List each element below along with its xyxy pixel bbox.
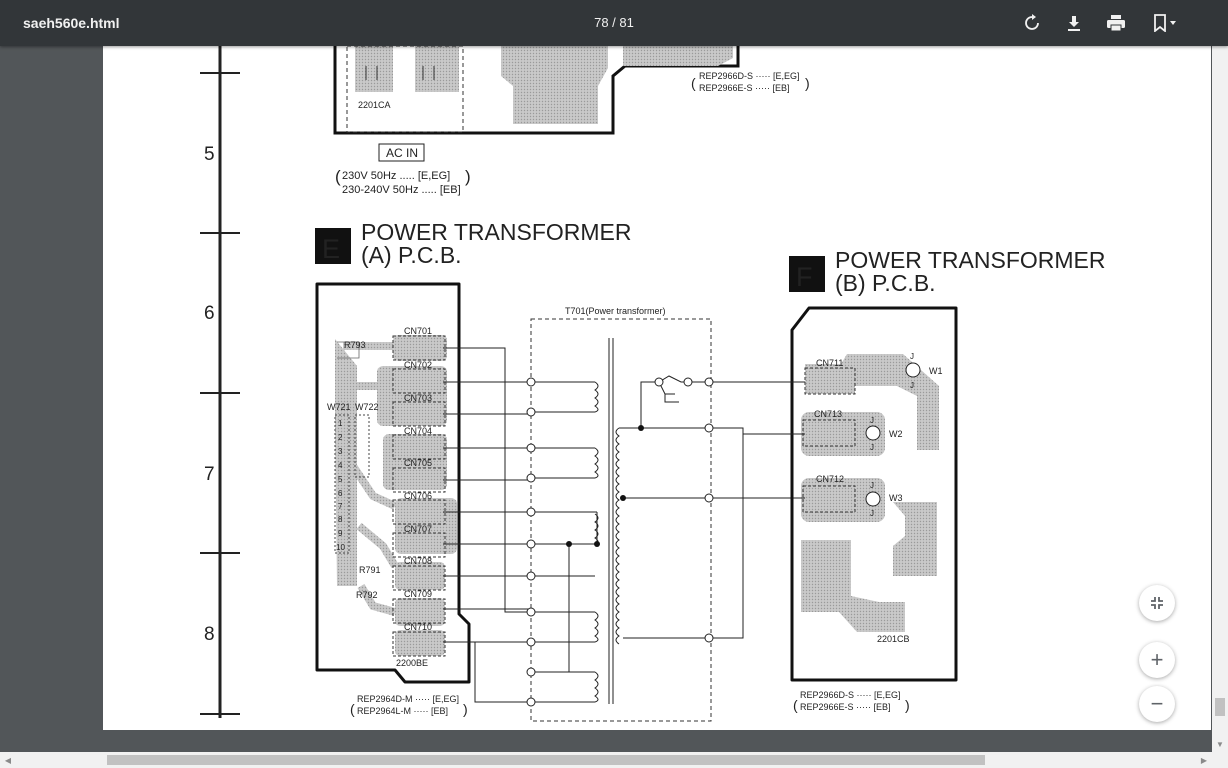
pin-5: 5 [338, 475, 343, 484]
f-rep-line-1: REP2966D-S ····· [E,EG] [800, 690, 901, 700]
e-rep-line-2: REP2964L-M ····· [EB] [357, 706, 448, 716]
ruler-label-7: 7 [204, 464, 215, 485]
horizontal-scrollbar[interactable]: ◀ ▶ [0, 752, 1228, 768]
cn705-label: CN705 [404, 458, 432, 468]
ruler-label-6: 6 [204, 303, 215, 324]
j-label: J [870, 416, 874, 425]
horizontal-scroll-thumb[interactable] [107, 755, 985, 765]
pin-3: 3 [338, 447, 343, 456]
cn708-label: CN708 [404, 556, 432, 566]
download-icon[interactable] [1061, 10, 1087, 36]
cn710-label: CN710 [404, 622, 432, 632]
r793-label: R793 [344, 340, 366, 350]
f-board-label: 2201CB [877, 634, 910, 644]
vertical-scroll-thumb[interactable] [1215, 698, 1225, 716]
pin-4: 4 [338, 461, 343, 470]
pin-9: 9 [338, 529, 343, 538]
pin-7: 7 [338, 502, 343, 511]
w2-label: W2 [889, 429, 903, 439]
vertical-scrollbar[interactable]: ▼ [1212, 46, 1228, 752]
svg-text:): ) [465, 167, 471, 186]
cn706-label: CN706 [404, 491, 432, 501]
cn711-label: CN711 [816, 358, 843, 368]
scroll-down-arrow-icon[interactable]: ▼ [1216, 739, 1224, 749]
voltage-line-2: 230-240V 50Hz ..... [EB] [342, 184, 461, 196]
cn704-label: CN704 [404, 426, 432, 436]
svg-text:): ) [905, 697, 910, 713]
svg-text:): ) [805, 75, 810, 91]
cn701-label: CN701 [404, 326, 432, 336]
r792-label: R792 [356, 590, 378, 600]
section-e-header: E POWER TRANSFORMER (A) P.C.B. [315, 219, 631, 268]
r791-label: R791 [359, 565, 381, 575]
section-e-title-1: POWER TRANSFORMER [361, 219, 631, 245]
cn703-label: CN703 [404, 393, 432, 403]
fit-page-icon [1151, 597, 1163, 609]
svg-text:): ) [463, 701, 468, 717]
e-rep-line-1: REP2964D-M ····· [E,EG] [357, 694, 459, 704]
section-e-title-2: (A) P.C.B. [361, 242, 462, 268]
section-f-title-2: (B) P.C.B. [835, 270, 936, 296]
cn709-label: CN709 [404, 589, 432, 599]
fit-page-button[interactable] [1139, 585, 1175, 621]
pdf-page: 5 6 7 8 2201CA AC IN ( ) 230V 50H [103, 46, 1211, 730]
j-label: J [870, 481, 874, 490]
ruler: 5 6 7 8 [200, 46, 240, 718]
voltage-line-1: 230V 50Hz ..... [E,EG] [342, 170, 450, 182]
zoom-out-button[interactable]: − [1139, 686, 1175, 722]
w3-label: W3 [889, 493, 903, 503]
document-title: saeh560e.html [23, 15, 120, 31]
w722-label: W722 [355, 402, 379, 412]
section-f-title-1: POWER TRANSFORMER [835, 247, 1105, 273]
pin-8: 8 [338, 515, 343, 524]
bookmark-icon[interactable] [1150, 10, 1182, 36]
section-e-board: CN701 CN702 CN703 CN704 CN705 CN706 CN70… [315, 282, 471, 717]
cn707-label: CN707 [404, 524, 432, 534]
section-f-header: F POWER TRANSFORMER (B) P.C.B. [789, 247, 1105, 296]
cn712-label: CN712 [816, 474, 844, 484]
section-f-board: CN711 CN713 CN712 W1 W2 W3 J J J J J J 2… [743, 306, 958, 713]
f-rep-line-2: REP2966E-S ····· [EB] [800, 702, 891, 712]
j-label: J [910, 381, 914, 390]
j-label: J [910, 352, 914, 361]
pin-2: 2 [338, 433, 343, 442]
ac-in-label: AC IN [386, 146, 418, 160]
ruler-label-8: 8 [204, 624, 215, 645]
j-label: J [870, 509, 874, 518]
scroll-left-arrow-icon[interactable]: ◀ [4, 755, 12, 765]
scroll-right-arrow-icon[interactable]: ▶ [1200, 755, 1208, 765]
cn702-label: CN702 [404, 360, 432, 370]
pin-1: 1 [338, 419, 343, 428]
pin-6: 6 [338, 489, 343, 498]
svg-text:(: ( [691, 75, 696, 91]
print-icon[interactable] [1103, 10, 1129, 36]
j-label: J [870, 443, 874, 452]
svg-text:(: ( [350, 701, 355, 717]
top-rep-line-2: REP2966E-S ····· [EB] [699, 83, 790, 93]
e-board-label: 2200BE [396, 658, 428, 668]
document-viewer[interactable]: 5 6 7 8 2201CA AC IN ( ) 230V 50H [0, 46, 1228, 768]
schematic-diagram: 5 6 7 8 2201CA AC IN ( ) 230V 50H [200, 46, 1105, 722]
transformer-wiring: T701(Power transformer) [443, 306, 803, 722]
top-board: 2201CA AC IN ( ) 230V 50Hz ..... [E,EG] … [333, 46, 810, 196]
w721-label: W721 [327, 402, 351, 412]
transformer-label: T701(Power transformer) [565, 306, 666, 316]
w1-label: W1 [929, 366, 943, 376]
pdf-toolbar: saeh560e.html 78 / 81 [0, 0, 1228, 46]
cn713-label: CN713 [814, 409, 842, 419]
top-board-label: 2201CA [358, 100, 391, 110]
rotate-icon[interactable] [1019, 10, 1045, 36]
zoom-in-button[interactable]: + [1139, 642, 1175, 678]
svg-text:(: ( [793, 697, 798, 713]
pin-10: 10 [336, 543, 345, 552]
ruler-label-5: 5 [204, 144, 215, 165]
top-rep-line-1: REP2966D-S ····· [E,EG] [699, 71, 800, 81]
section-e-letter: E [322, 234, 340, 264]
section-f-letter: F [796, 262, 813, 292]
svg-text:(: ( [335, 167, 341, 186]
